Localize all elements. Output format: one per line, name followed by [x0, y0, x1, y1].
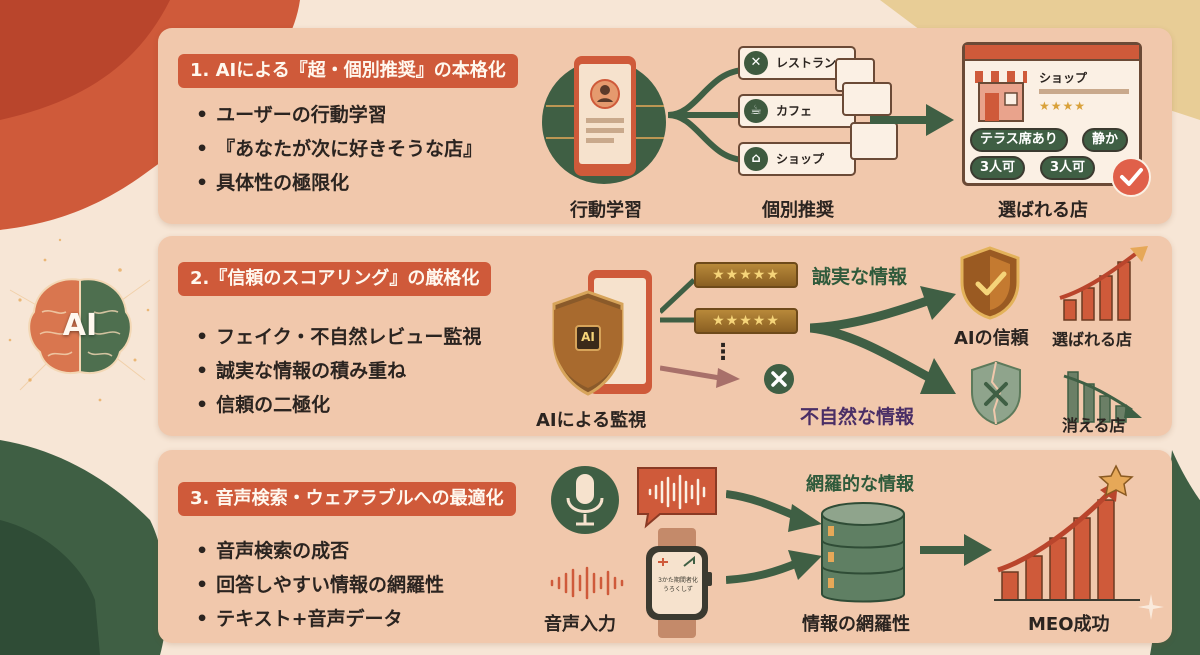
shop-card-name: ショップ: [1039, 71, 1088, 85]
reject-icon: [764, 364, 794, 394]
caption-success: MEO成功: [1028, 614, 1110, 635]
caption-monitor: AIによる監視: [536, 410, 647, 431]
microphone-icon: [551, 466, 619, 534]
card-shop: ⌂ ショップ: [738, 142, 856, 176]
caption-vanish: 消える店: [1062, 416, 1126, 435]
caption-chosen-1: 選ばれる店: [998, 200, 1088, 221]
success-chart-icon: [994, 464, 1140, 601]
shop-card-rating: ★★★★: [1039, 99, 1087, 113]
section-1-title: 1. AIによる『超・個別推奨』の本格化: [178, 54, 518, 88]
section-3-title: 3. 音声検索・ウェアラブルへの最適化: [178, 482, 516, 516]
shop-card-line: [1039, 89, 1129, 94]
section-3-bullet-3: テキスト+音声データ: [196, 604, 402, 631]
audio-waveform-icon: [550, 566, 624, 600]
fan-arrows: [668, 67, 747, 163]
review-bar-2: ★★★★★: [694, 308, 798, 334]
check-badge-icon: [1111, 157, 1151, 197]
tag-terrace: テラス席あり: [970, 128, 1068, 152]
smartwatch-icon: [646, 528, 712, 638]
section-2-bullet-3: 信頼の二極化: [196, 390, 330, 417]
review-bar-1: ★★★★★: [694, 262, 798, 288]
diverge-arrows: [810, 286, 956, 394]
shop-card-header: [965, 45, 1139, 61]
caption-unnatural: 不自然な情報: [800, 406, 915, 428]
arrow-to-success: [920, 534, 992, 566]
review-ellipsis: ⋮: [712, 340, 734, 365]
section-3-bullet-1: 音声検索の成否: [196, 536, 349, 563]
section-1-bullet-3: 具体性の極限化: [196, 168, 349, 195]
card-cafe-back: [842, 82, 892, 116]
card-cafe-label: カフェ: [776, 104, 813, 118]
watch-screen-text: 3かた期間者化 うろくしず: [658, 577, 698, 593]
caption-learning: 行動学習: [570, 200, 642, 221]
converge-arrows: [726, 490, 822, 584]
caption-comprehensive-bottom: 情報の網羅性: [802, 614, 910, 635]
tag-quiet: 静か: [1082, 128, 1129, 152]
card-cafe: ☕ カフェ: [738, 94, 856, 128]
card-restaurant-label: レストラン: [776, 56, 837, 70]
caption-trust: AIの信頼: [954, 328, 1029, 349]
fork-knife-icon: ✕: [744, 51, 768, 75]
shield-label: AI: [581, 330, 595, 344]
storefront-icon: ⌂: [744, 147, 768, 171]
monitor-arrows: [660, 278, 740, 388]
section-2-title: 2.『信頼のスコアリング』の厳格化: [178, 262, 492, 296]
phone-user-icon: [542, 56, 666, 184]
falling-chart-icon: [1063, 371, 1142, 423]
caption-chosen-2: 選ばれる店: [1052, 330, 1133, 349]
coffee-cup-icon: ☕: [744, 99, 768, 123]
section-3-bullet-2: 回答しやすい情報の網羅性: [196, 570, 444, 597]
brain-icon: AI: [22, 272, 138, 382]
sparkle-icon: [1138, 594, 1164, 620]
section-1-bullet-1: ユーザーの行動学習: [196, 100, 387, 127]
arrow-to-shop: [870, 104, 954, 136]
card-shop-back: [850, 122, 898, 160]
caption-voice: 音声入力: [544, 614, 616, 635]
shield-phone-icon: [552, 270, 652, 396]
caption-comprehensive-top: 網羅的な情報: [806, 474, 914, 495]
tag-capacity-1: 3人可: [970, 156, 1026, 180]
database-icon: [821, 502, 905, 603]
section-1-bullet-2: 『あなたが次に好きそうな店』: [196, 134, 482, 161]
broken-shield-icon: [971, 360, 1021, 426]
caption-recommend: 個別推奨: [762, 200, 834, 221]
speech-bubble-waveform-icon: [637, 467, 717, 529]
card-shop-label: ショップ: [776, 152, 825, 166]
storefront-icon: [975, 71, 1027, 122]
section-2-bullet-1: フェイク・不自然レビュー監視: [196, 322, 481, 349]
caption-sincere: 誠実な情報: [812, 266, 908, 288]
brain-label: AI: [62, 308, 98, 343]
tag-capacity-2: 3人可: [1040, 156, 1096, 180]
rising-chart-icon: [1059, 246, 1148, 321]
section-2-bullet-2: 誠実な情報の積み重ね: [196, 356, 406, 383]
gold-shield-icon: [960, 246, 1020, 320]
